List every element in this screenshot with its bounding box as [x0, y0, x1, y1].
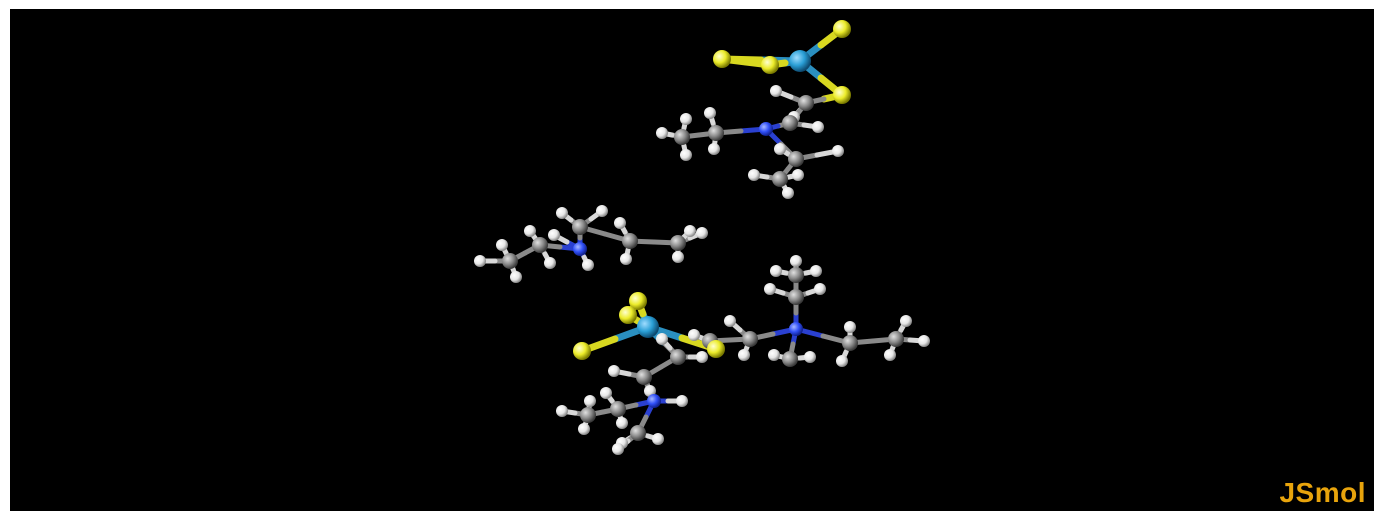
hydrogen-atom: [724, 315, 736, 327]
jsmol-logo[interactable]: JSmol: [1279, 477, 1366, 508]
carbon-atom: [502, 253, 518, 269]
carbon-atom: [798, 95, 814, 111]
sulfur-atom: [573, 342, 591, 360]
nitrogen-atom: [647, 394, 661, 408]
hydrogen-atom: [556, 207, 568, 219]
hydrogen-atom: [792, 169, 804, 181]
hydrogen-atom: [582, 259, 594, 271]
carbon-atom: [622, 233, 638, 249]
hydrogen-atom: [814, 283, 826, 295]
sulfur-atom: [713, 50, 731, 68]
carbon-atom: [572, 219, 588, 235]
sulfur-atom: [761, 56, 779, 74]
carbon-atom: [788, 267, 804, 283]
hydrogen-atom: [680, 149, 692, 161]
hydrogen-atom: [680, 113, 692, 125]
carbon-atom: [708, 125, 724, 141]
hydrogen-atom: [764, 283, 776, 295]
hydrogen-atom: [918, 335, 930, 347]
hydrogen-atom: [656, 127, 668, 139]
carbon-atom: [674, 129, 690, 145]
carbon-atom: [630, 425, 646, 441]
hydrogen-atom: [748, 169, 760, 181]
hydrogen-atom: [578, 423, 590, 435]
metal-atom: [789, 50, 811, 72]
hydrogen-atom: [704, 107, 716, 119]
hydrogen-atom: [770, 265, 782, 277]
carbon-atom: [670, 235, 686, 251]
carbon-atom: [772, 171, 788, 187]
hydrogen-atom: [844, 321, 856, 333]
sulfur-atom: [833, 20, 851, 38]
carbon-atom: [782, 351, 798, 367]
nitrogen-atom: [573, 242, 587, 256]
hydrogen-atom: [688, 329, 700, 341]
hydrogen-atom: [524, 225, 536, 237]
carbon-atom: [742, 331, 758, 347]
metal-atom: [637, 316, 659, 338]
carbon-atom: [670, 349, 686, 365]
hydrogen-atom: [474, 255, 486, 267]
hydrogen-atom: [676, 395, 688, 407]
hydrogen-atom: [496, 239, 508, 251]
carbon-atom: [888, 331, 904, 347]
hydrogen-atom: [656, 333, 668, 345]
sulfur-atom: [833, 86, 851, 104]
hydrogen-atom: [738, 349, 750, 361]
sulfur-atom: [619, 306, 637, 324]
hydrogen-atom: [544, 257, 556, 269]
hydrogen-atom: [608, 365, 620, 377]
carbon-atom: [788, 151, 804, 167]
carbon-atom: [532, 237, 548, 253]
hydrogen-atom: [612, 443, 624, 455]
hydrogen-atom: [782, 187, 794, 199]
hydrogen-atom: [616, 417, 628, 429]
hydrogen-atom: [672, 251, 684, 263]
hydrogen-atom: [804, 351, 816, 363]
carbon-atom: [636, 369, 652, 385]
hydrogen-atom: [812, 121, 824, 133]
hydrogen-atom: [696, 351, 708, 363]
nitrogen-atom: [789, 322, 803, 336]
hydrogen-atom: [790, 255, 802, 267]
molecule-render: [474, 20, 930, 455]
hydrogen-atom: [768, 349, 780, 361]
hydrogen-atom: [774, 143, 786, 155]
carbon-atom: [580, 407, 596, 423]
nitrogen-atom: [759, 122, 773, 136]
carbon-atom: [610, 401, 626, 417]
hydrogen-atom: [884, 349, 896, 361]
hydrogen-atom: [510, 271, 522, 283]
hydrogen-atom: [684, 225, 696, 237]
hydrogen-atom: [770, 85, 782, 97]
jsmol-viewer-canvas[interactable]: JSmol: [10, 9, 1374, 511]
hydrogen-atom: [600, 387, 612, 399]
hydrogen-atom: [832, 145, 844, 157]
hydrogen-atom: [644, 385, 656, 397]
hydrogen-atom: [614, 217, 626, 229]
sulfur-atom: [629, 292, 647, 310]
atom-layer: [474, 20, 930, 455]
hydrogen-atom: [810, 265, 822, 277]
hydrogen-atom: [696, 227, 708, 239]
sulfur-atom: [707, 340, 725, 358]
hydrogen-atom: [836, 355, 848, 367]
hydrogen-atom: [620, 253, 632, 265]
hydrogen-atom: [900, 315, 912, 327]
hydrogen-atom: [556, 405, 568, 417]
hydrogen-atom: [596, 205, 608, 217]
carbon-atom: [842, 335, 858, 351]
hydrogen-atom: [708, 143, 720, 155]
hydrogen-atom: [652, 433, 664, 445]
carbon-atom: [788, 289, 804, 305]
carbon-atom: [782, 115, 798, 131]
hydrogen-atom: [548, 229, 560, 241]
hydrogen-atom: [584, 395, 596, 407]
